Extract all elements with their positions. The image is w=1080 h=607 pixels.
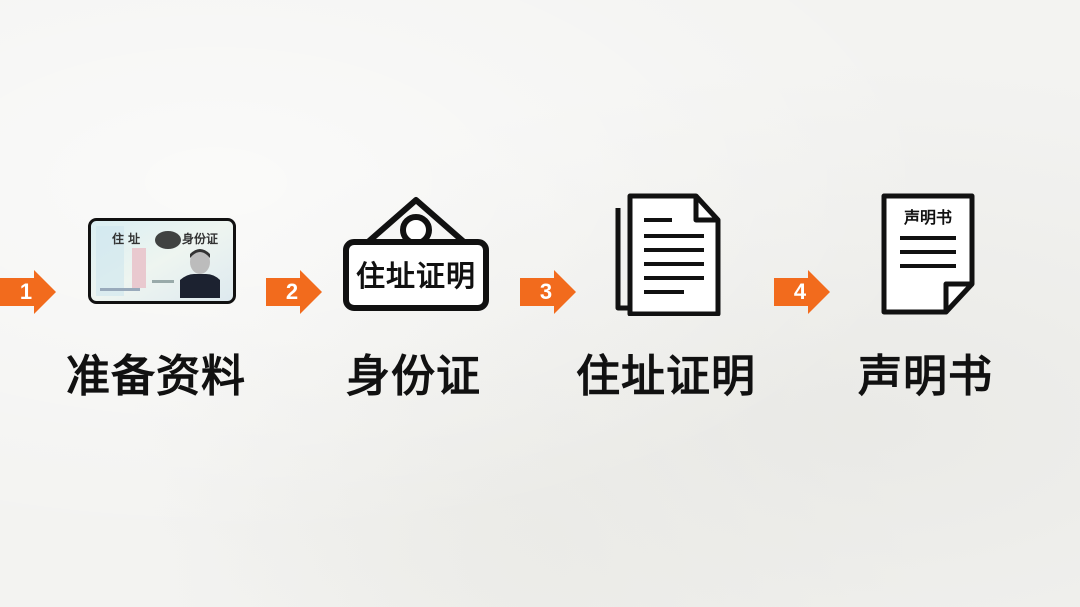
document-icon [612,192,722,316]
arrow-right-icon [774,270,830,314]
step-1-arrow: 1 [0,270,56,314]
step-1-number: 1 [19,279,33,304]
step-3-number: 3 [539,279,553,304]
step-3-label: 住址证明 [576,351,756,402]
arrow-right-icon [266,270,322,314]
sign-text: 住址证明 [355,259,476,293]
step-2-label: 身份证 [346,351,481,402]
id-card-text-left: 住 址 [112,232,141,246]
declaration-title: 声明书 [903,208,952,227]
declaration-icon: 声明书 [880,192,976,316]
id-card-text-right: 身份证 [182,232,219,246]
address-sign-icon: 住址证明 [340,194,492,314]
step-4-number: 4 [793,279,807,304]
step-3-arrow: 3 [520,270,576,314]
step-4-arrow: 4 [774,270,830,314]
step-2-number: 2 [285,279,299,304]
step-2-arrow: 2 [266,270,322,314]
id-card-icon: 住 址 身份证 [88,218,236,304]
step-1-label: 准备资料 [66,351,246,402]
arrow-right-icon [520,270,576,314]
step-4-label: 声明书 [858,351,993,402]
arrow-right-icon [0,270,56,314]
